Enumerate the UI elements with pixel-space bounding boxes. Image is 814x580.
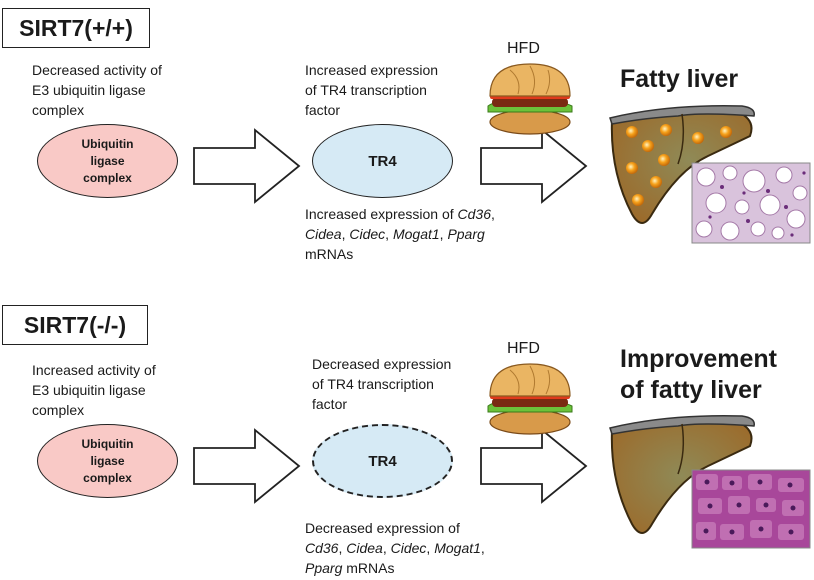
fatty-liver-illustration (609, 105, 755, 224)
ubiquitin-ligase-ellipse-bottom: Ubiquitin ligase complex (37, 424, 178, 498)
normal-histology-image (691, 469, 811, 549)
healthy-liver-illustration (609, 415, 755, 534)
burger-icon-top (487, 63, 573, 135)
arrow-icon-top-2 (480, 128, 588, 204)
hfd-label-bottom: HFD (507, 340, 540, 357)
arrow-icon-top-1 (193, 128, 301, 204)
burger-icon-bottom (487, 363, 573, 435)
ubiquitin-ligase-ellipse-top: Ubiquitin ligase complex (37, 124, 178, 198)
bottom-tr4-description: Decreased expression of TR4 transcriptio… (312, 356, 452, 412)
fatty-histology-image (691, 162, 811, 244)
top-mrna-description: Increased expression of Cd36, Cidea, Cid… (305, 206, 495, 262)
hfd-label-top: HFD (507, 40, 540, 57)
sirt7-wildtype-title: SIRT7(+/+) (2, 8, 150, 48)
arrow-icon-bottom-1 (193, 428, 301, 504)
bottom-left-description: Increased activity of E3 ubiquitin ligas… (32, 362, 156, 418)
improvement-title: Improvement of fatty liver (620, 345, 777, 404)
tr4-ellipse-bottom: TR4 (312, 424, 453, 498)
top-left-description: Decreased activity of E3 ubiquitin ligas… (32, 62, 162, 118)
arrow-icon-bottom-2 (480, 428, 588, 504)
fatty-liver-title: Fatty liver (620, 65, 739, 93)
top-tr4-description: Increased expression of TR4 transcriptio… (305, 62, 439, 118)
bottom-mrna-description: Decreased expression of Cd36, Cidea, Cid… (305, 520, 485, 576)
tr4-ellipse-top: TR4 (312, 124, 453, 198)
sirt7-knockout-title: SIRT7(-/-) (2, 305, 148, 345)
